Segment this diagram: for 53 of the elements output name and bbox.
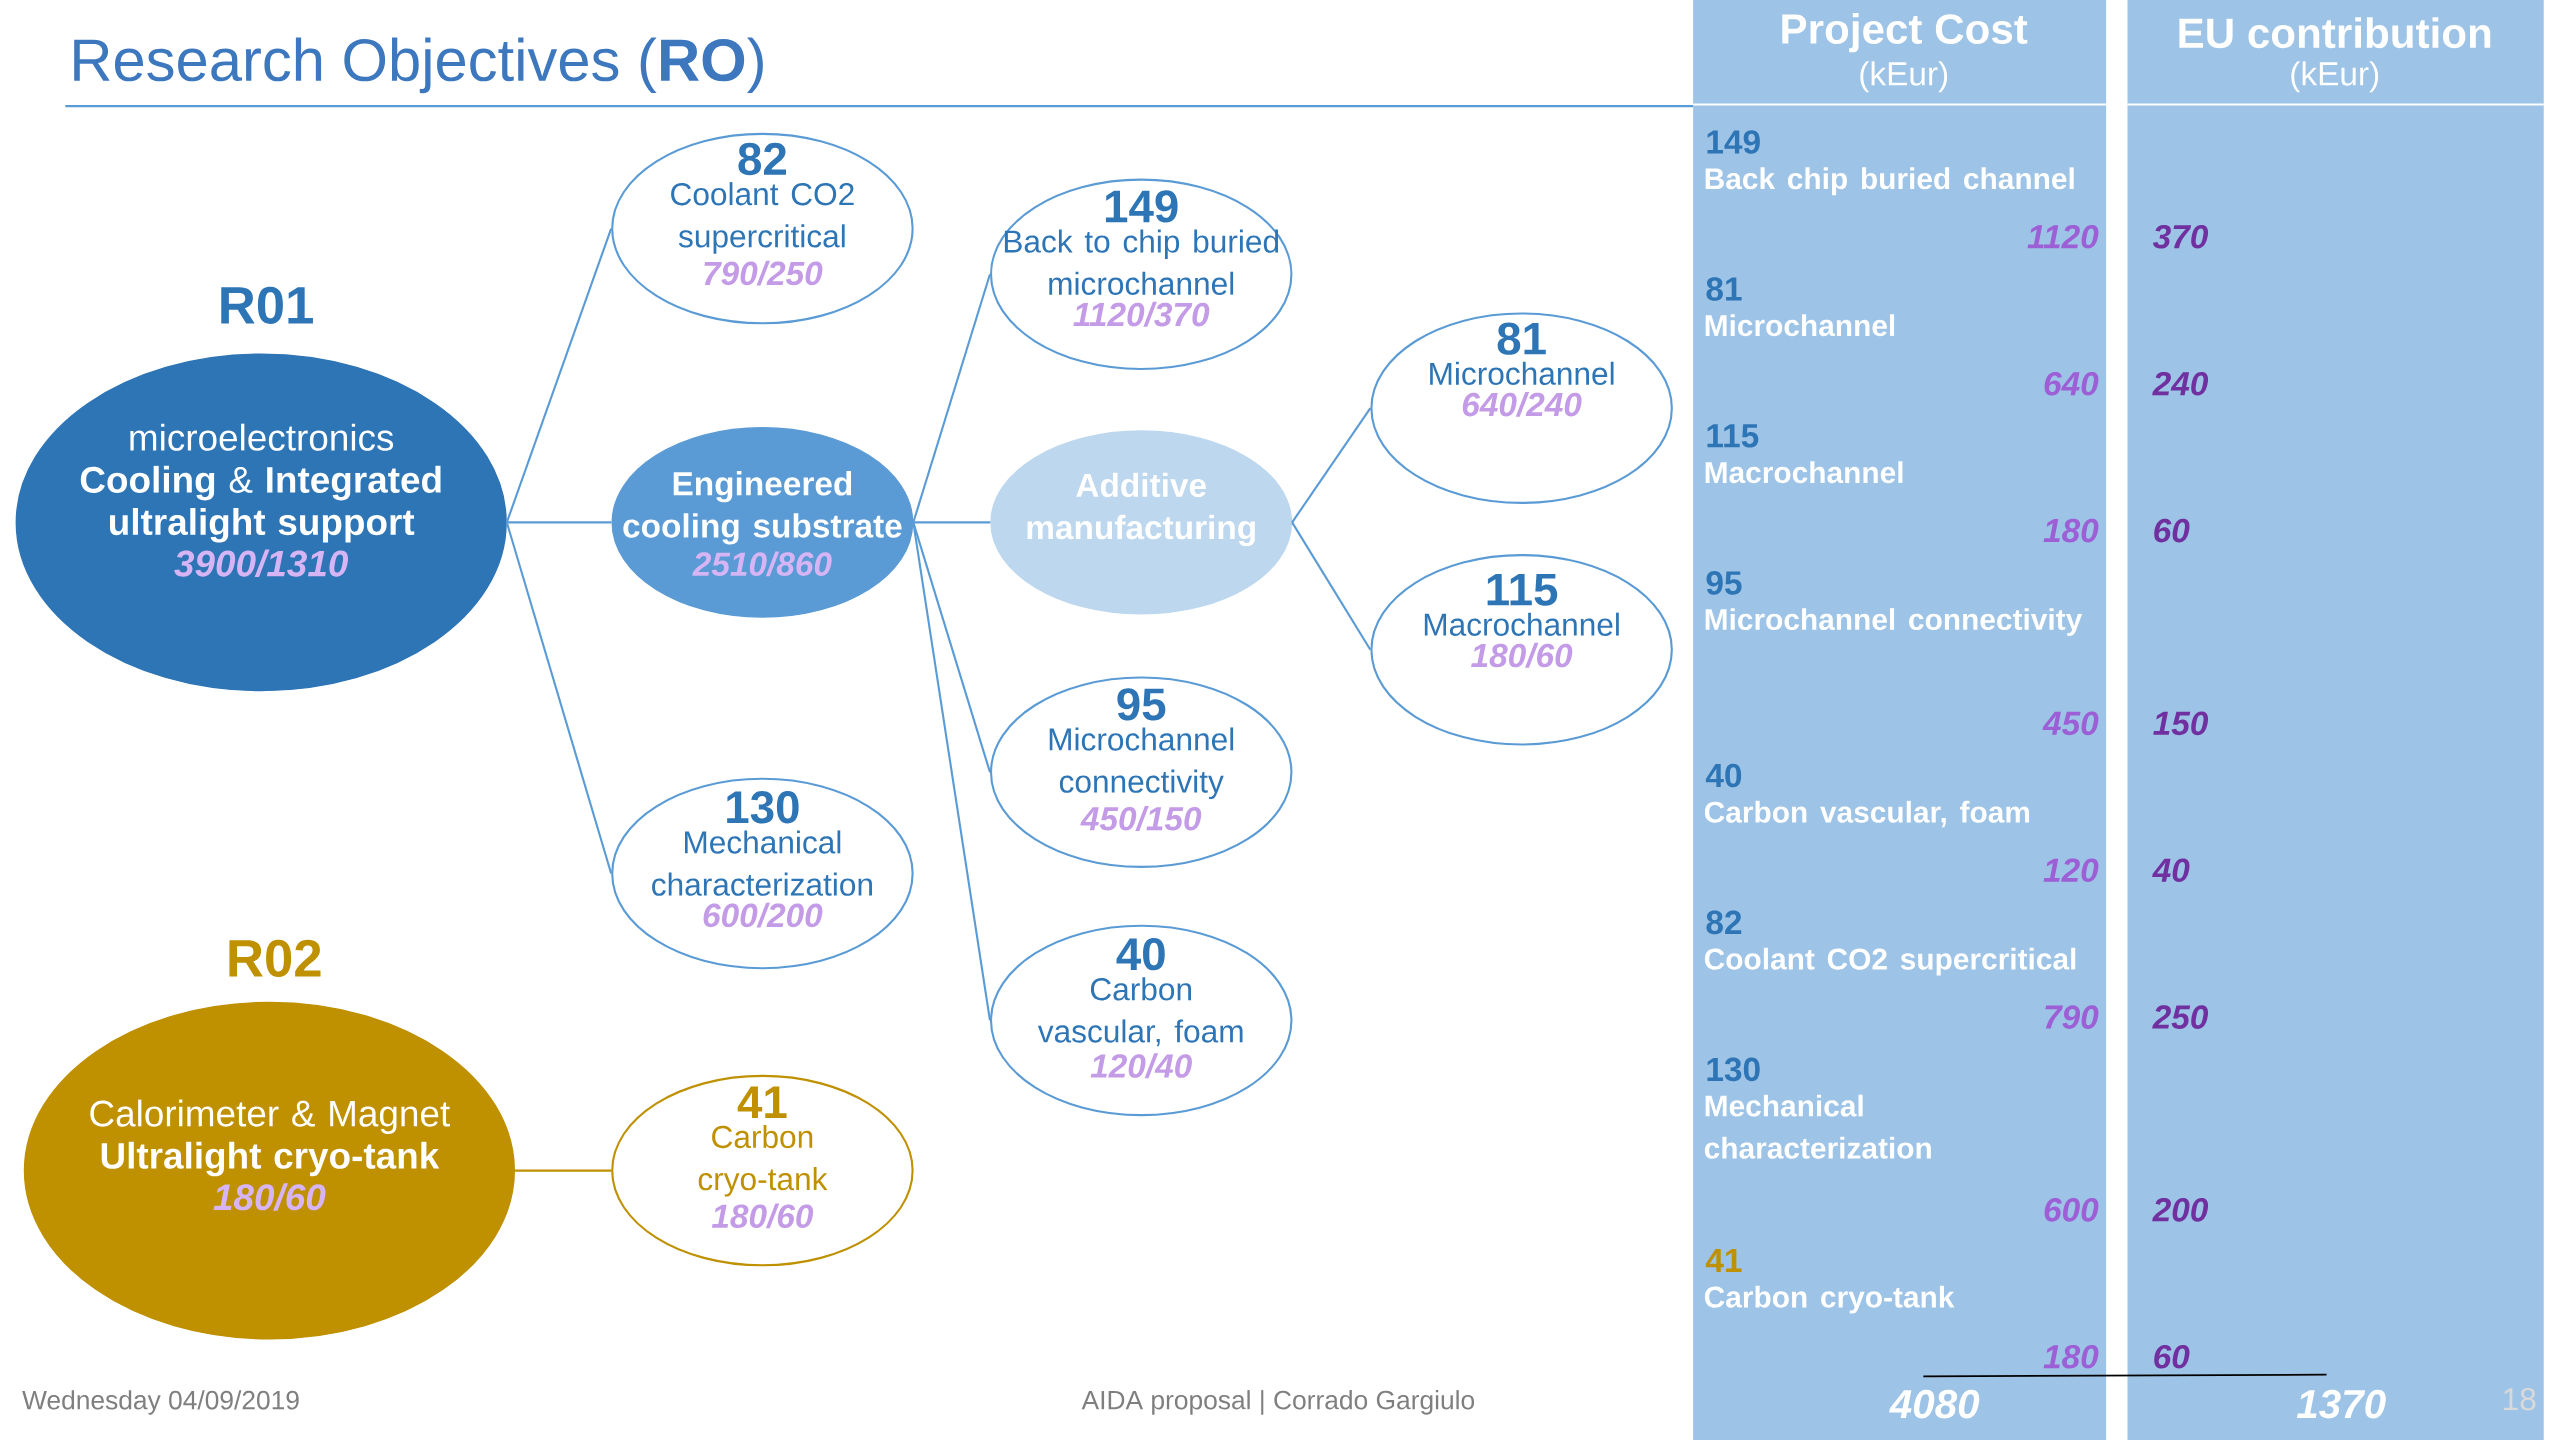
cost-value: 120 (2043, 858, 2099, 883)
row-name: Coolant CO2 supercritical (1704, 947, 2076, 976)
row-number: 82 (1706, 910, 1742, 935)
contribution-value: 60 (2154, 518, 2190, 543)
row-number: 95 (1706, 571, 1742, 595)
connector-line (912, 522, 991, 1021)
contribution-value: 370 (2152, 224, 2209, 249)
row-number: 115 (1707, 424, 1759, 448)
row-name: Microchannel connectivity (1705, 608, 2083, 636)
footer-text: AIDA proposal | Corrado Gargiulo (1081, 1390, 1475, 1415)
row-name: Mechanical characterization (1704, 1094, 1931, 1159)
cost-value: 1120 (2027, 224, 2099, 249)
footer-date: Wednesday 04/09/2019 (22, 1390, 299, 1415)
connector-line (1291, 407, 1372, 523)
connector-line (912, 274, 991, 523)
cost-value: 180 (2043, 1344, 2099, 1369)
contribution-value: 240 (2152, 371, 2209, 396)
page-number: 18 (2504, 1388, 2536, 1411)
cost-value: 450 (2042, 711, 2099, 736)
row-number: 130 (1707, 1057, 1760, 1082)
unit-label: (kEur) (2291, 61, 2379, 93)
column-header: EU contribution (2179, 17, 2491, 49)
row-name: Microchannel (1705, 314, 1895, 337)
connector-line (913, 521, 991, 524)
contribution-value: 40 (2152, 858, 2190, 883)
row-number: 81 (1706, 277, 1742, 301)
cost-value: 600 (2044, 1198, 2099, 1222)
connector-line (1291, 521, 1372, 651)
row-name: Back chip buried channel (1705, 167, 2074, 196)
unit-label: (kEur) (1860, 61, 1948, 93)
connector-line (505, 228, 613, 523)
total-value: 1370 (2296, 1389, 2386, 1419)
connector-line (505, 522, 613, 874)
row-name: Carbon cryo-tank (1704, 1285, 1955, 1314)
contribution-value: 60 (2154, 1344, 2190, 1369)
connector-line (515, 1169, 612, 1172)
contribution-value: 150 (2153, 711, 2209, 736)
row-name: Macrochannel (1705, 461, 1903, 484)
cost-value: 640 (2044, 371, 2099, 396)
row-number: 40 (1705, 763, 1742, 788)
connector-line (506, 521, 612, 524)
row-number: 41 (1705, 1248, 1742, 1272)
total-value: 4080 (1889, 1389, 1980, 1419)
row-name: Carbon vascular, foam (1704, 800, 2030, 828)
cost-value: 790 (2045, 1005, 2099, 1029)
cost-value: 180 (2043, 518, 2099, 543)
contribution-value: 200 (2152, 1198, 2209, 1222)
contribution-value: 250 (2152, 1005, 2209, 1029)
node-label: R01 (221, 286, 313, 324)
node-label: R02 (229, 939, 321, 978)
title: Research Objectives (RO) (74, 37, 763, 94)
column-header: Project Cost (1782, 13, 2028, 53)
row-number: 149 (1707, 130, 1760, 154)
